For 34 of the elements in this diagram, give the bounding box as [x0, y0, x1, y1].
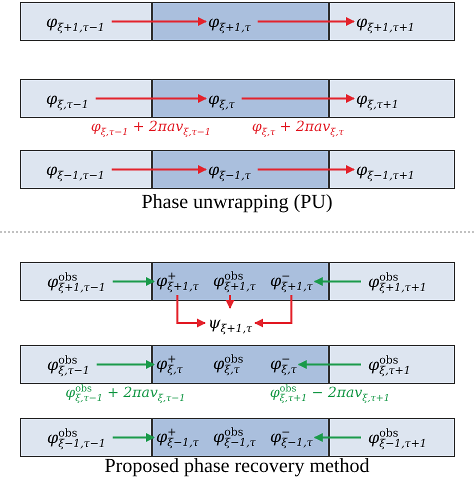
phase-cell: φ$_{ξ−1,τ}$ — [152, 150, 329, 189]
arrow — [298, 360, 361, 369]
phase-cell: φ$_{ξ,τ−1}$ — [20, 79, 152, 118]
arrow — [314, 277, 361, 286]
phase-cell — [152, 418, 329, 457]
phase-term: ψ$_{ξ+1,τ}$ — [208, 306, 252, 340]
edge-label: φ$^{obs}$$_{ξ,τ−1}$ + 2πav$_{ξ,τ−1}$ — [65, 385, 186, 401]
phase-cell: φ$_{ξ+1,τ}$ — [152, 2, 329, 41]
arrow — [258, 165, 355, 174]
arrow — [112, 433, 155, 442]
arrow — [314, 433, 361, 442]
phase-cell: φ$_{ξ−1,τ−1}$ — [20, 150, 152, 189]
edge-label: φ$^{obs}$$_{ξ,τ+1}$ − 2πav$_{ξ,τ+1}$ — [270, 385, 390, 401]
arrow — [254, 295, 292, 328]
phase-cell: φ$_{ξ+1,τ−1}$ — [20, 2, 152, 41]
phase-cell — [152, 345, 329, 384]
phase-cell: φ$_{ξ,τ}$ — [152, 79, 329, 118]
caption: Phase unwrapping (PU) — [140, 191, 334, 214]
caption: Proposed phase recovery method — [104, 455, 370, 478]
arrow — [112, 277, 155, 286]
phase-cell — [152, 262, 329, 301]
arrow — [258, 17, 355, 26]
arrow — [112, 165, 207, 174]
edge-label: φ$_{ξ,τ−1}$ + 2πav$_{ξ,τ−1}$ — [90, 119, 211, 135]
arrow — [176, 295, 206, 328]
arrow — [242, 94, 355, 103]
phase-cell: φ$_{ξ+1,τ+1}$ — [329, 2, 455, 41]
arrow — [96, 94, 207, 103]
phase-cell: φ$_{ξ,τ+1}$ — [329, 79, 455, 118]
arrow — [96, 360, 155, 369]
phase-cell: φ$_{ξ−1,τ+1}$ — [329, 150, 455, 189]
arrow — [112, 17, 207, 26]
arrow — [226, 295, 235, 309]
edge-label: φ$_{ξ,τ}$ + 2πav$_{ξ,τ}$ — [252, 119, 344, 135]
